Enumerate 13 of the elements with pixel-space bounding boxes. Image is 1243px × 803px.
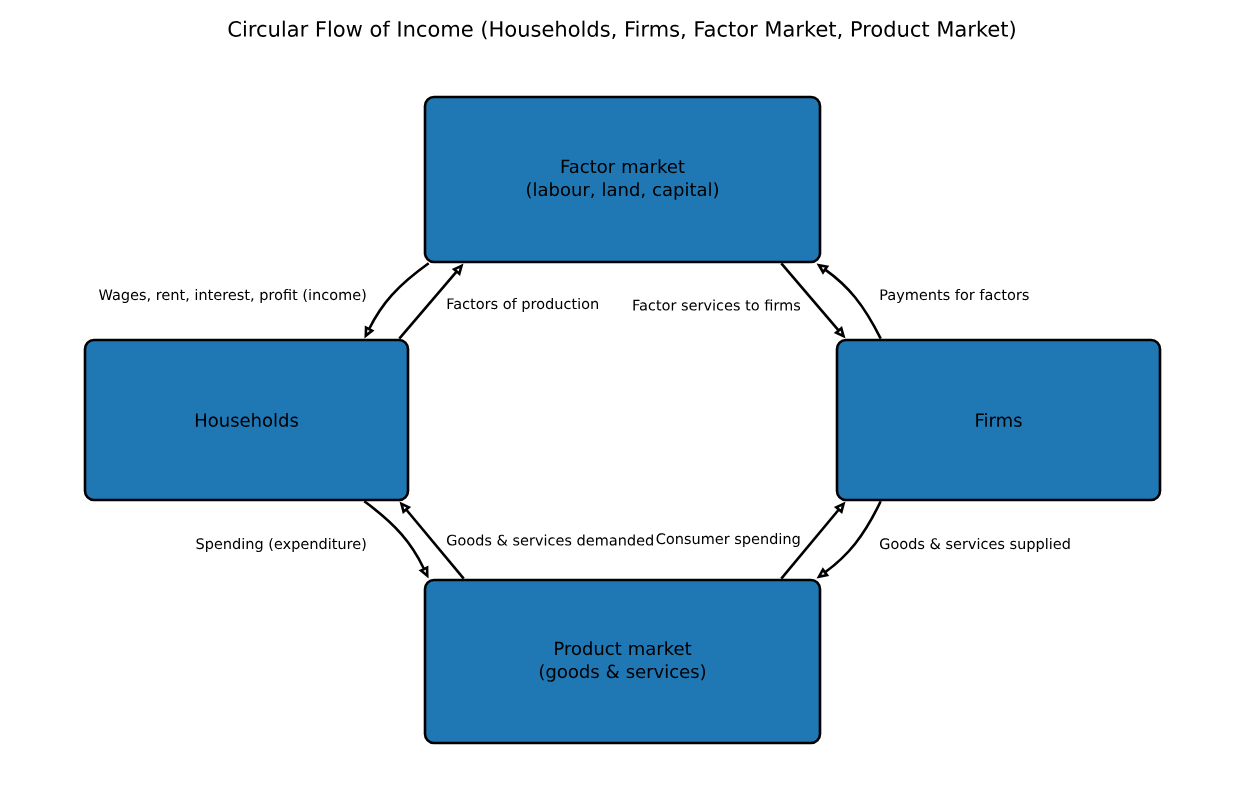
edge-label: Goods & services supplied bbox=[878, 537, 1072, 553]
edge-label: Goods & services demanded bbox=[445, 533, 656, 547]
edge-label: Consumer spending bbox=[654, 532, 802, 548]
market-box: Factor market (labour, land, capital) bbox=[423, 95, 822, 264]
edge-label: Factors of production bbox=[445, 297, 601, 313]
market-box: Product market (goods & services) bbox=[423, 578, 822, 745]
title: Circular Flow of Income (Households, Firms, Factor Market, Product Market) bbox=[228, 20, 1015, 40]
market-box: Households bbox=[83, 338, 410, 502]
edge-label: Factor services to firms bbox=[631, 298, 802, 312]
edge-label: Spending (expenditure) bbox=[194, 537, 368, 553]
market-box: Firms bbox=[835, 338, 1162, 502]
edge-label: Wages, rent, interest, profit (income) bbox=[97, 288, 368, 304]
edge-label: Payments for factors bbox=[878, 288, 1031, 304]
